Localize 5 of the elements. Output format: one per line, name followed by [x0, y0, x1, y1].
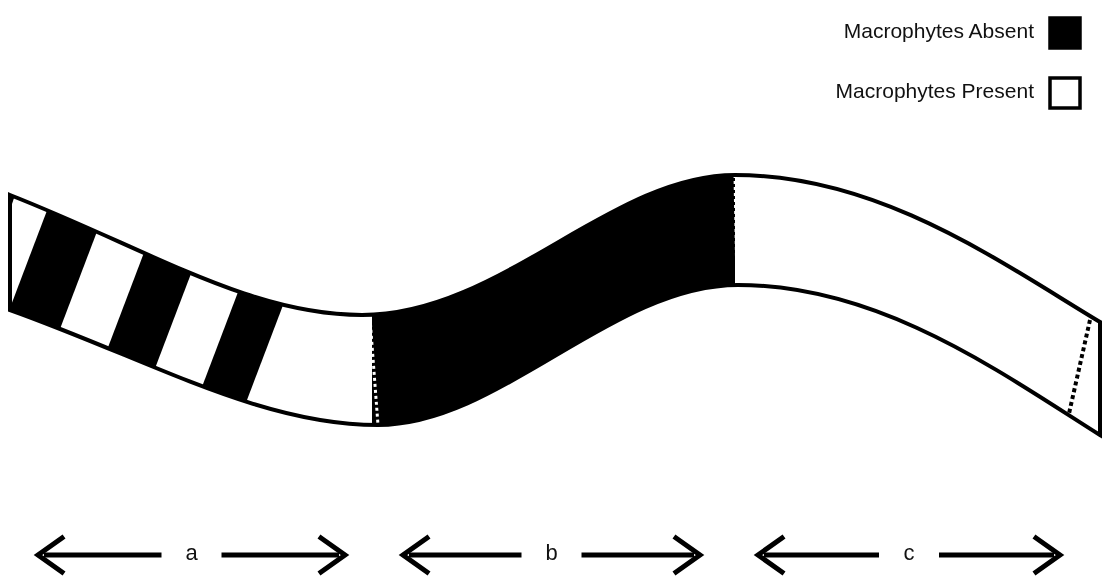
legend-label: Macrophytes Absent [843, 19, 1034, 43]
section-label: a [184, 540, 199, 566]
section-label: c [902, 540, 916, 566]
legend-label: Macrophytes Present [835, 79, 1034, 103]
section-label: b [544, 540, 559, 566]
